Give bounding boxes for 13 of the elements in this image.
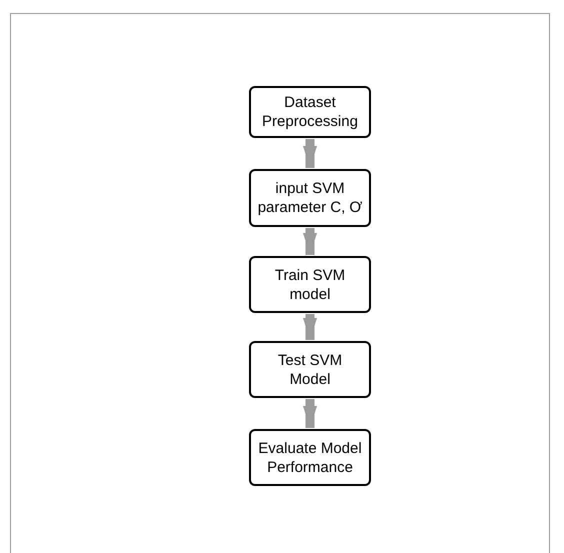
box-label: Train SVM model [274,266,346,304]
process-box [249,429,371,486]
process-box [249,169,371,227]
block-arrow [303,228,317,255]
process-box [249,256,371,313]
block-arrow [303,139,317,168]
box-label: Test SVM Model [276,350,344,388]
process-box [249,86,371,138]
block-arrow [303,399,317,428]
box-label: Evaluate Model Performance [257,438,363,476]
process-box [249,341,371,398]
box-label: Dataset Preprocessing [261,93,359,131]
box-label: input SVM parameter C, Ơ [256,179,364,217]
